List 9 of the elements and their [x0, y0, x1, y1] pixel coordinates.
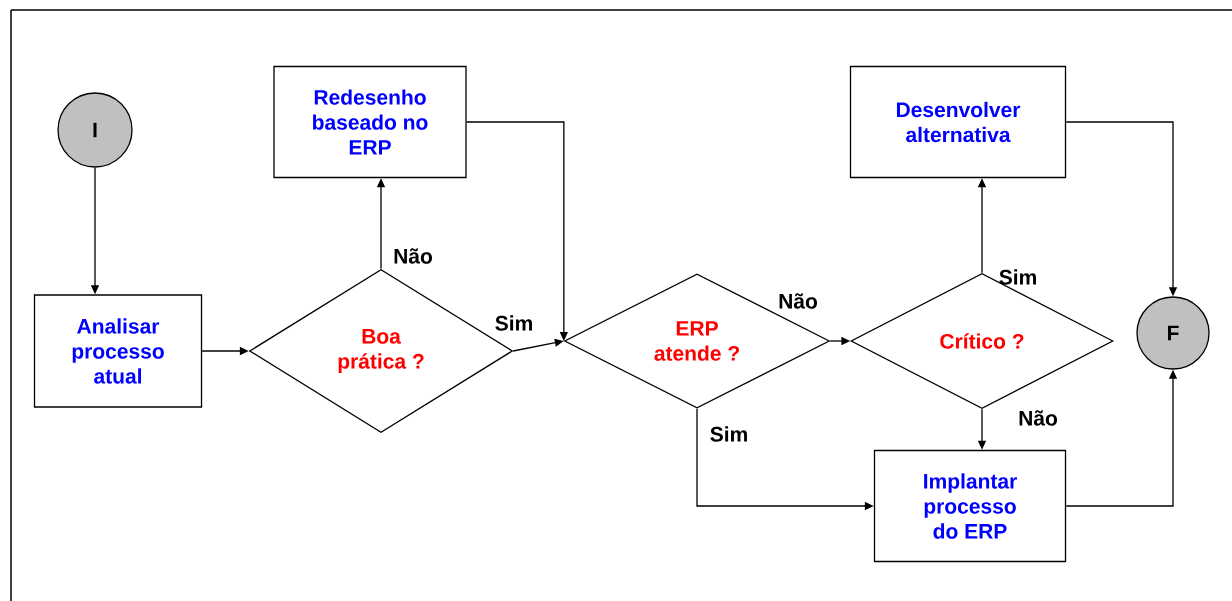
edge-label: Não [1019, 410, 1057, 426]
arrow [466, 121, 569, 341]
edge-label: Não [779, 293, 817, 309]
process-box: Analisar processo atual [33, 294, 203, 408]
process-box: Implantar processo do ERP [873, 449, 1067, 563]
process-box: Redesenho baseado no ERP [273, 65, 467, 179]
edge-label: Não [394, 248, 432, 264]
process-box: Desenvolver alternativa [849, 65, 1067, 179]
edge-label: Sim [710, 426, 747, 442]
